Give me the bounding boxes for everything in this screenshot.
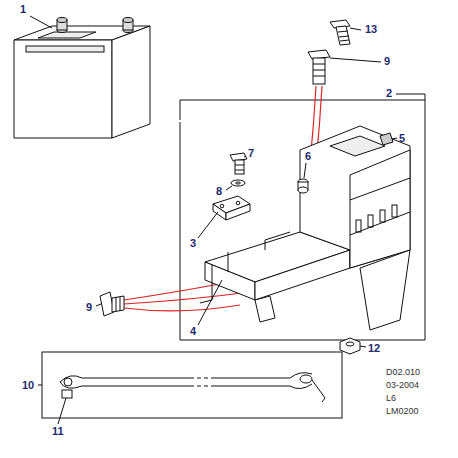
drawing-code: 03-2004 bbox=[386, 381, 419, 390]
callout-number: 3 bbox=[190, 238, 196, 249]
battery-tray bbox=[200, 126, 410, 330]
drawing-code: D02.010 bbox=[386, 368, 420, 377]
callout-number: 13 bbox=[365, 24, 377, 35]
bolt bbox=[330, 20, 350, 45]
callout-number: 12 bbox=[368, 343, 380, 354]
nut bbox=[340, 338, 360, 354]
callout-number: 4 bbox=[190, 326, 196, 337]
callout-number: 5 bbox=[399, 133, 405, 144]
callout-number: 8 bbox=[216, 186, 222, 197]
bolt bbox=[100, 292, 124, 316]
callout-number: 6 bbox=[305, 151, 311, 162]
clamp-rod bbox=[42, 352, 342, 418]
leader-lines bbox=[30, 16, 425, 424]
callout-number: 2 bbox=[386, 88, 392, 99]
drawing-code: LM0200 bbox=[386, 407, 419, 416]
bolt bbox=[308, 50, 330, 84]
callout-number: 9 bbox=[86, 302, 92, 313]
clamp-parts bbox=[213, 133, 393, 220]
group-frame bbox=[180, 100, 425, 340]
callout-number: 7 bbox=[248, 148, 254, 159]
callout-number: 1 bbox=[20, 4, 26, 15]
callout-number: 9 bbox=[384, 56, 390, 67]
battery bbox=[14, 18, 150, 139]
drawing-code: L6 bbox=[386, 394, 396, 403]
callout-number: 11 bbox=[52, 426, 64, 437]
callout-number: 10 bbox=[22, 380, 34, 391]
